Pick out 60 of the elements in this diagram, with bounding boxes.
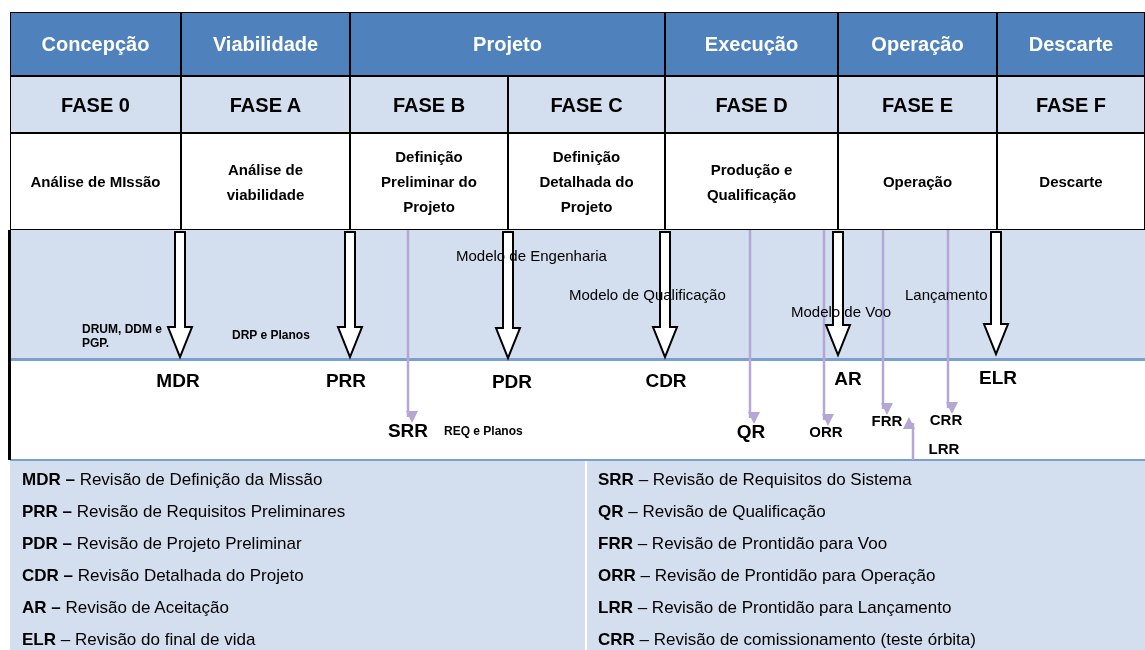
definition-text: AR – Revisão de Aceitação [22,598,229,619]
definition-text: CRR – Revisão de comissionamento (teste órbita) [598,630,976,650]
hollow-arrow [336,231,364,360]
deliverable-note: DRP e Planos [232,328,310,343]
stage-header: Projeto [350,12,665,76]
milestone-label: CRR [929,412,963,429]
definition-text: MDR – Revisão de Definição da Missão [22,470,323,491]
definition-text: PDR – Revisão de Projeto Preliminar [22,534,302,555]
milestone-label: FRR [871,413,903,430]
deliverable-note: DRUM, DDM e PGP. [82,322,162,351]
milestone-label: AR [834,369,862,390]
phase-cell: FASE C [508,76,665,133]
definition-text: LRR – Revisão de Prontidão para Lançamento [598,598,952,619]
arrow [406,230,418,423]
definition-text: ORR – Revisão de Prontidão para Operação [598,566,936,587]
milestone-label: QR [736,422,766,443]
phase-description: Definição Detalhada do Projeto [508,133,665,230]
milestone-label: CDR [645,371,687,392]
stage-header: Concepção [10,12,181,76]
hollow-arrow [651,231,679,360]
arrow [903,417,915,460]
hollow-arrow [824,231,852,358]
phase-cell: FASE B [350,76,508,133]
stage-header: Viabilidade [181,12,350,76]
hollow-arrow [166,231,194,360]
definition-text: PRR – Revisão de Requisitos Preliminares [22,502,346,523]
milestone-label: PDR [491,372,533,393]
milestone-label: PRR [325,371,367,392]
hollow-arrow [982,231,1010,357]
phase-cell: FASE 0 [10,76,181,133]
definition-text: SRR – Revisão de Requisitos do Sistema [598,470,912,491]
model-label: Lançamento [905,286,988,304]
milestone-label: SRR [387,421,429,442]
phase-description: Análise de MIssão [10,133,181,230]
definition-text: CDR – Revisão Detalhada do Projeto [22,566,304,587]
definition-text: ELR – Revisão do final de vida [22,630,256,650]
arrow [946,230,958,414]
arrow [822,230,834,426]
phase-description: Descarte [997,133,1145,230]
hollow-arrow [494,231,522,361]
arrow [748,230,760,424]
milestone-label: MDR [156,371,200,392]
phase-description: Análise de viabilidade [181,133,350,230]
arrow [881,230,893,415]
milestone-label: ORR [809,424,843,441]
deliverable-note: REQ e Planos [444,424,523,439]
phase-cell: FASE A [181,76,350,133]
phase-cell: FASE D [665,76,838,133]
definition-text: FRR – Revisão de Prontidão para Voo [598,534,888,555]
phase-cell: FASE E [838,76,997,133]
stage-header: Descarte [997,12,1145,76]
definition-text: QR – Revisão de Qualificação [598,502,826,523]
phase-description: Definição Preliminar do Projeto [350,133,508,230]
milestone-label: ELR [979,368,1017,389]
milestone-label: LRR [928,441,960,458]
phase-cell: FASE F [997,76,1145,133]
stage-header: Operação [838,12,997,76]
stage-header: Execução [665,12,838,76]
phase-description: Produção e Qualificação [665,133,838,230]
phase-description: Operação [838,133,997,230]
